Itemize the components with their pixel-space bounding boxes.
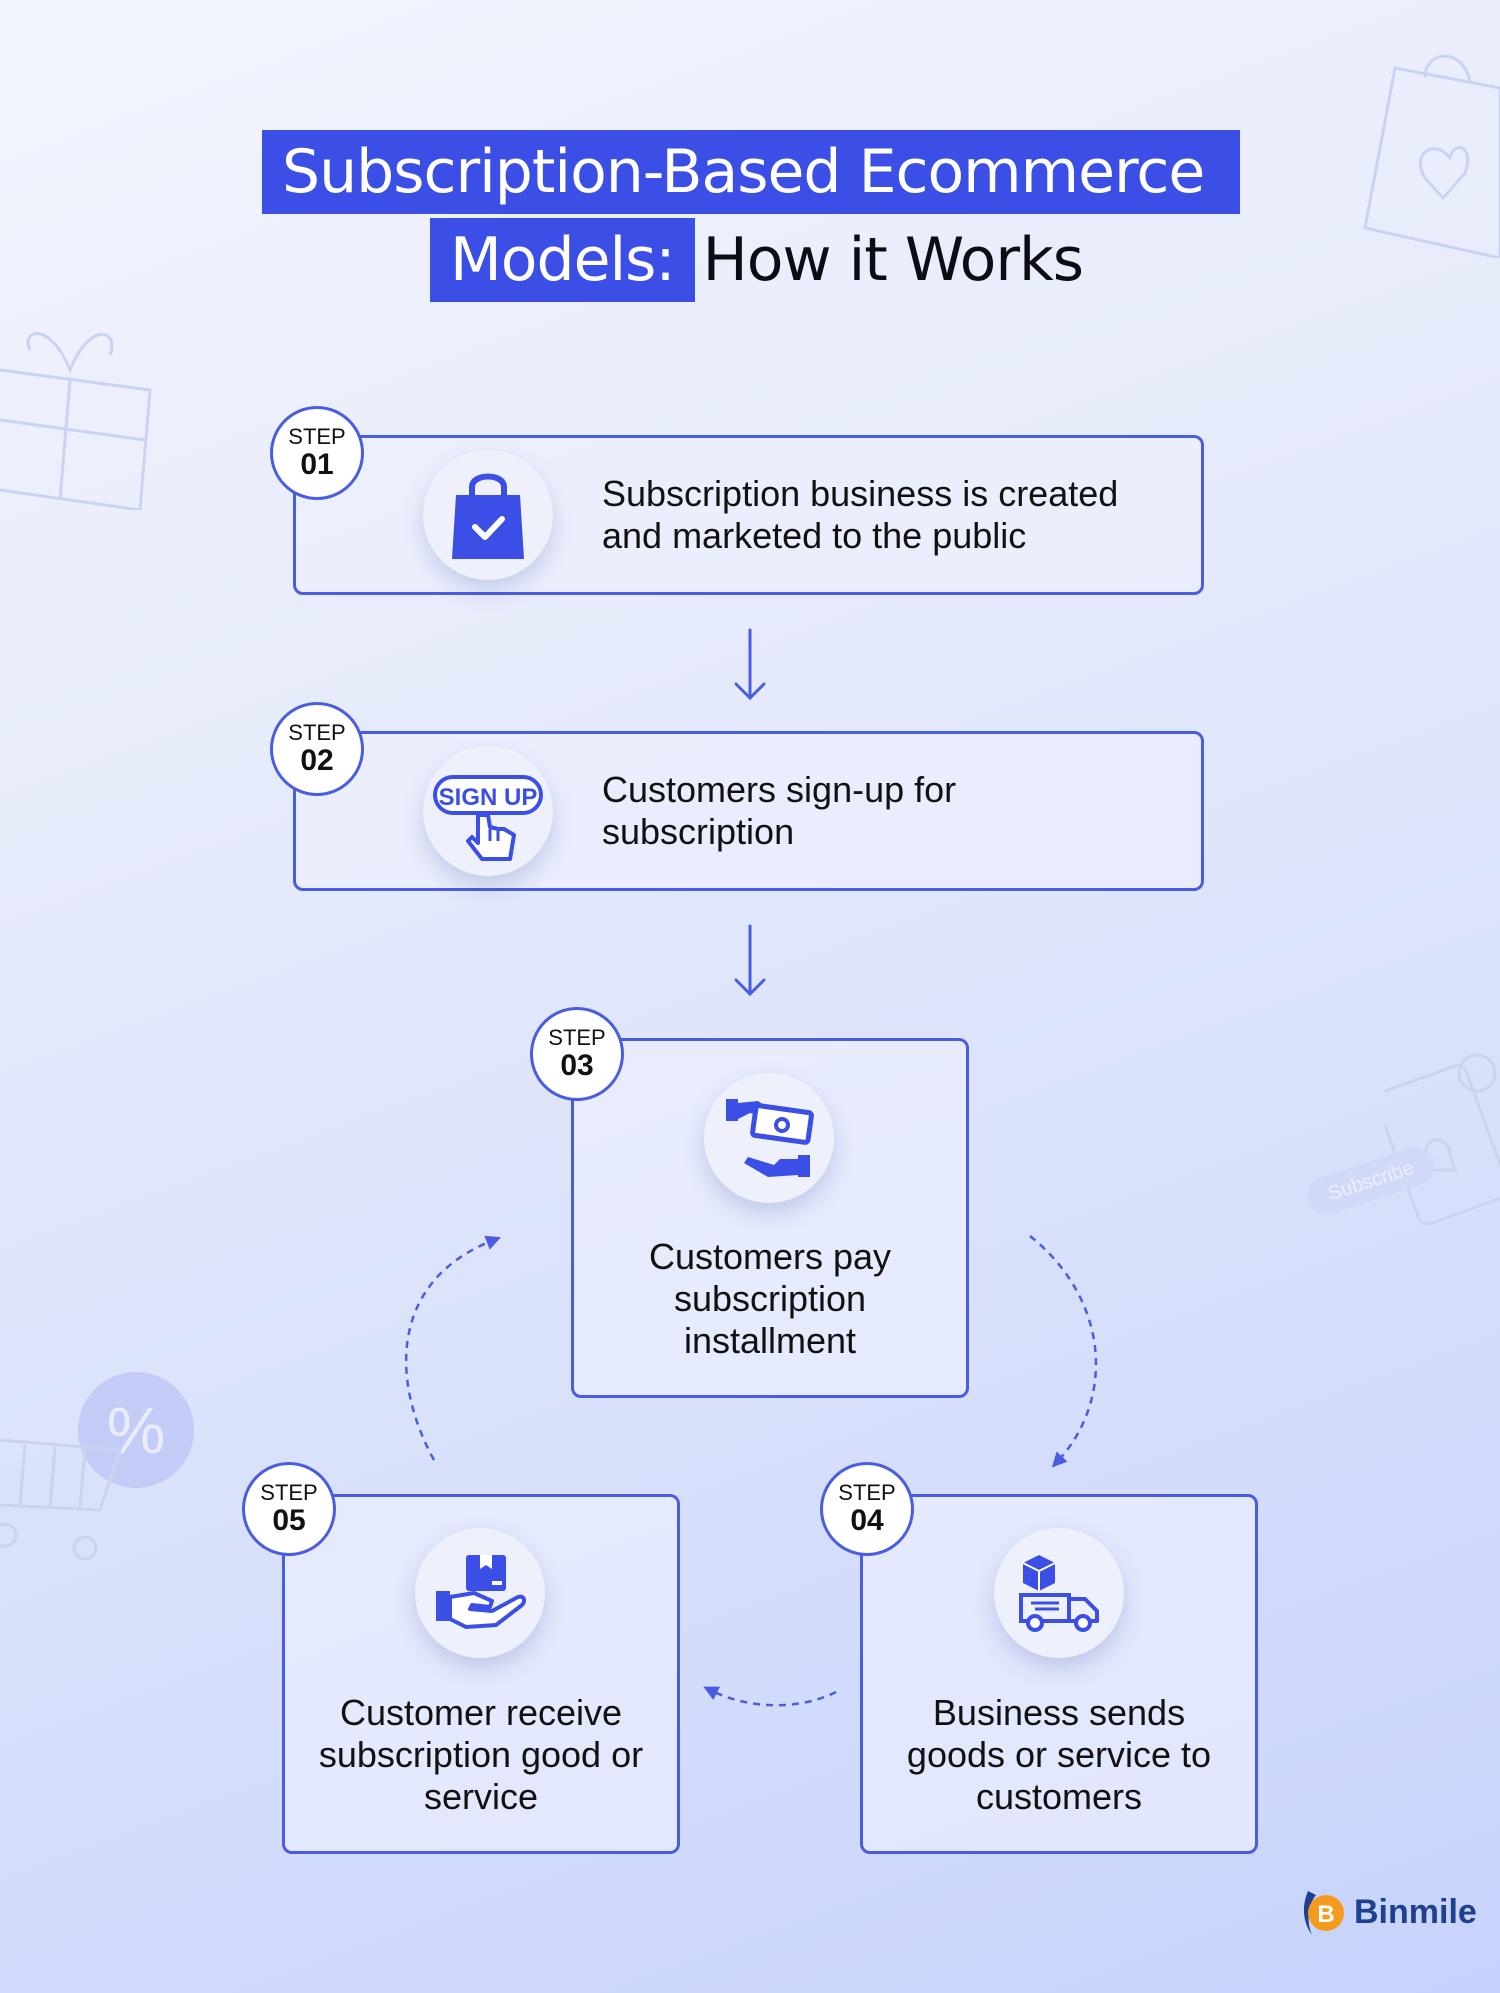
arrow-step4-to-step5 <box>703 1686 837 1707</box>
step-04-icon-circle <box>994 1528 1124 1658</box>
package-hand-icon <box>436 1555 526 1629</box>
step-number: 02 <box>300 744 334 777</box>
title-highlight-1: Subscription-Based Ecommerce <box>262 130 1240 214</box>
step-05-text: Customer receive subscription good or se… <box>318 1692 644 1817</box>
step-number: 03 <box>560 1049 594 1082</box>
step-04-text: Business sends goods or service to custo… <box>906 1692 1212 1817</box>
step-03-text: Customers pay subscription installment <box>648 1236 892 1361</box>
step-word: STEP <box>288 720 346 745</box>
delivery-truck-icon <box>1019 1555 1099 1632</box>
step-number: 01 <box>300 448 334 481</box>
step-03-badge: STEP 03 <box>530 1007 624 1101</box>
step-02-badge: STEP 02 <box>270 702 364 796</box>
step-word: STEP <box>838 1480 896 1505</box>
step-word: STEP <box>548 1025 606 1050</box>
step-04-badge: STEP 04 <box>820 1462 914 1556</box>
step-05-badge: STEP 05 <box>242 1462 336 1556</box>
svg-text:B: B <box>1317 1901 1334 1928</box>
step-01-icon-circle <box>423 450 553 580</box>
cart-decoration-icon <box>0 1438 123 1561</box>
step-02-text: Customers sign-up for subscription <box>602 769 957 852</box>
sign-up-label: SIGN UP <box>439 784 538 811</box>
arrow-down-1 <box>734 628 766 701</box>
title-line-1: Subscription-Based Ecommerce <box>262 130 1240 214</box>
binmile-logo-icon: B <box>1303 1891 1344 1935</box>
gift-box-decoration-icon <box>0 332 152 510</box>
percent-decoration: % <box>78 1372 194 1488</box>
percent-text: % <box>106 1393 166 1467</box>
step-word: STEP <box>288 424 346 449</box>
step-number: 05 <box>272 1504 306 1537</box>
payment-hand-icon <box>726 1099 814 1177</box>
step-word: STEP <box>260 1480 318 1505</box>
arrow-step5-to-step3 <box>404 1235 501 1461</box>
arrow-step3-to-step4 <box>1029 1235 1098 1468</box>
shopping-bag-check-icon <box>452 473 524 559</box>
title-line-2: Models:How it Works <box>430 218 1084 302</box>
step-01-text: Subscription business is created and mar… <box>602 473 1119 556</box>
step-01-badge: STEP 01 <box>270 406 364 500</box>
sign-up-hand-icon: SIGN UP <box>433 775 543 861</box>
title-highlight-2: Models: <box>430 218 695 302</box>
step-number: 04 <box>850 1504 884 1537</box>
title-plain: How it Works <box>702 225 1084 295</box>
step-03-icon-circle <box>704 1073 834 1203</box>
brand-name: Binmile <box>1354 1892 1477 1931</box>
shopping-bag-decoration-icon <box>1363 54 1500 258</box>
arrow-down-2 <box>734 924 766 997</box>
step-02-icon-circle: SIGN UP <box>423 746 553 876</box>
brand-logo: B Binmile <box>1300 1885 1477 1939</box>
step-05-icon-circle <box>415 1528 545 1658</box>
